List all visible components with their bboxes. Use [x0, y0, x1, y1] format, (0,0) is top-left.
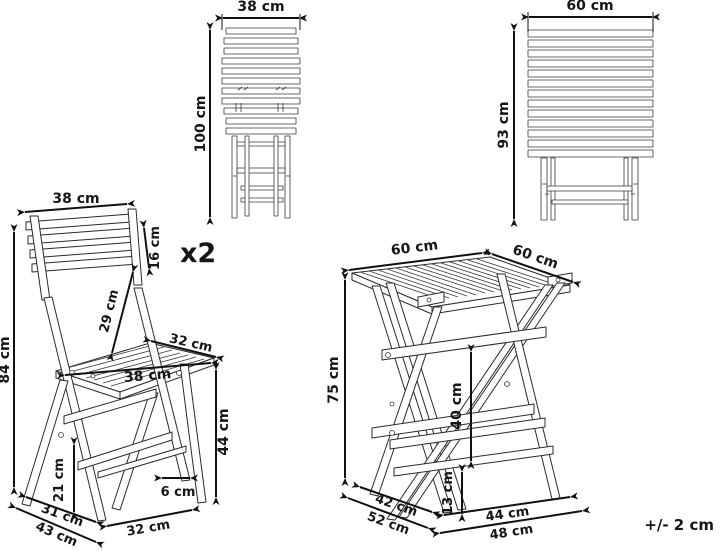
dim-table-foot-width-outer: 48 cm — [431, 506, 591, 544]
table-view: 60 cm 60 cm 75 cm 40 cm 13 cm — [326, 237, 591, 544]
dim-label-chair-backrest-width: 38 cm — [52, 191, 99, 207]
dim-label-table-top-width: 60 cm — [390, 237, 439, 259]
dim-chair-backrest-height: 16 cm — [139, 219, 163, 277]
dim-label-table-bottom-rail-height: 13 cm — [441, 471, 456, 515]
dim-table-clearance: 40 cm — [449, 344, 475, 469]
dim-label-folded-table-height: 93 cm — [496, 101, 512, 148]
tolerance-note: +/- 2 cm — [644, 516, 714, 534]
dim-folded-chair-width: 38 cm — [215, 0, 307, 30]
dim-label-folded-chair-height: 100 cm — [193, 96, 209, 153]
dim-chair-back-to-seat: 29 cm — [97, 263, 139, 362]
dim-label-chair-seat-height: 44 cm — [216, 408, 232, 455]
dim-folded-table-height: 93 cm — [496, 23, 518, 227]
folded-chair-drawing — [221, 27, 301, 219]
folded-chair-view: 38 cm 100 cm — [193, 0, 307, 225]
dim-table-height: 75 cm — [326, 272, 349, 486]
folded-table-drawing — [527, 29, 654, 221]
dim-label-table-height: 75 cm — [326, 356, 342, 403]
dim-chair-seat-width: 38 cm — [56, 358, 220, 386]
dim-label-chair-seat-width: 38 cm — [123, 366, 171, 386]
dim-label-table-clearance: 40 cm — [449, 382, 465, 429]
dim-label-folded-chair-width: 38 cm — [237, 0, 284, 15]
dim-chair-foot-width: 32 cm — [98, 505, 201, 540]
dim-label-chair-lower-rail-height: 21 cm — [52, 458, 67, 502]
dim-label-chair-overall-height: 84 cm — [0, 336, 13, 383]
dim-chair-rail-thickness: 6 cm — [154, 474, 198, 500]
dim-folded-chair-height: 100 cm — [193, 22, 214, 225]
chair-view: x2 38 cm 16 cm 84 cm 29 cm — [0, 191, 232, 550]
dim-chair-backrest-width: 38 cm — [16, 191, 136, 217]
dim-folded-table-width: 60 cm — [521, 0, 660, 32]
table-drawing — [351, 256, 573, 521]
dim-table-top-width: 60 cm — [340, 237, 491, 275]
dim-label-folded-table-width: 60 cm — [566, 0, 613, 14]
dim-chair-lower-rail-height: 21 cm — [52, 437, 78, 520]
folded-table-view: 60 cm 93 cm — [496, 0, 660, 227]
dim-chair-overall-height: 84 cm — [0, 224, 18, 495]
dim-chair-seat-height: 44 cm — [212, 362, 232, 505]
dim-label-chair-rail-thickness: 6 cm — [161, 485, 196, 500]
dim-label-chair-backrest-height: 16 cm — [148, 226, 163, 270]
chair-quantity-label: x2 — [180, 238, 216, 269]
dim-label-table-foot-width-outer: 48 cm — [489, 522, 535, 544]
